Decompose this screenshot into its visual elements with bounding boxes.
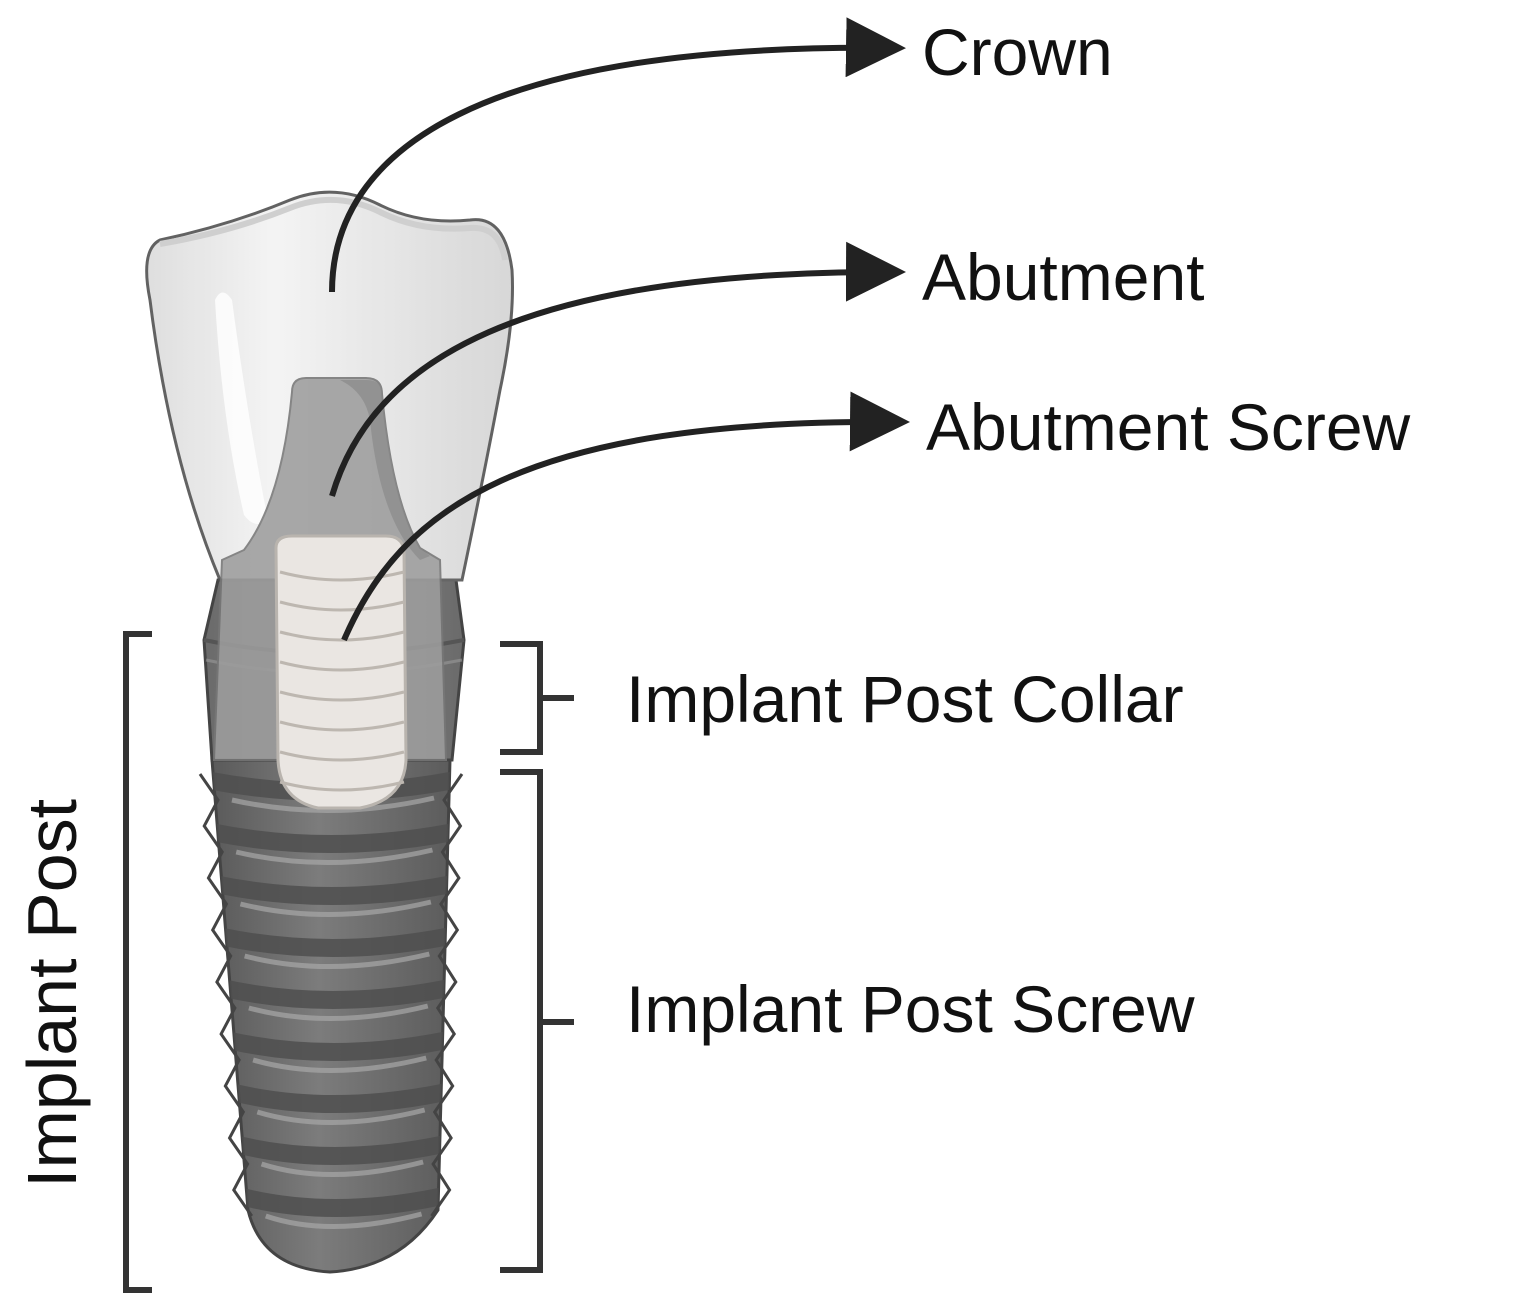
implant-screw-threads <box>212 770 450 1230</box>
label-implant-post-screw: Implant Post Screw <box>626 972 1195 1046</box>
abutment-thread <box>279 570 405 582</box>
thread-highlight <box>239 899 432 917</box>
label-crown: Crown <box>922 15 1113 89</box>
thread-highlight <box>235 847 434 866</box>
crown-highlight <box>215 292 268 524</box>
thread-band <box>212 822 450 853</box>
abutment-thread <box>279 630 405 642</box>
abutment-screw <box>274 534 408 810</box>
collar-bracket <box>500 641 574 755</box>
thread-edge-right <box>430 773 464 1217</box>
thread-highlight <box>248 1003 429 1021</box>
thread-band <box>231 1134 450 1165</box>
implant-post-bracket <box>123 631 152 1293</box>
thread-band <box>212 874 450 905</box>
thread-edge-left <box>198 773 254 1217</box>
abutment-thread <box>279 690 405 702</box>
thread-band <box>218 978 450 1009</box>
label-abutment: Abutment <box>922 240 1205 314</box>
leader-lines <box>329 17 910 642</box>
thread-band <box>214 926 450 957</box>
crown-rim <box>159 196 508 261</box>
thread-highlight <box>231 795 435 814</box>
label-implant-post: Implant Post <box>13 799 91 1188</box>
leader-crown <box>329 17 906 293</box>
thread-band <box>223 1030 450 1061</box>
label-abutment-screw: Abutment Screw <box>926 390 1411 464</box>
screw-bracket <box>500 769 574 1273</box>
brackets <box>123 631 574 1293</box>
thread-highlight <box>264 1211 423 1230</box>
thread-highlight <box>256 1107 426 1125</box>
abutment-thread <box>279 600 405 612</box>
abutment-screw-body <box>274 534 408 810</box>
implant-post-screw <box>198 758 464 1274</box>
abutment-thread <box>279 720 405 732</box>
thread-highlight <box>260 1159 424 1178</box>
abutment-thread <box>279 780 405 792</box>
thread-highlight <box>244 951 430 969</box>
abutment-shade <box>340 380 430 560</box>
leader-abutment <box>329 241 906 497</box>
abutment-thread <box>279 750 405 762</box>
thread-band <box>227 1082 450 1113</box>
abutment-screw-threads <box>279 570 405 792</box>
leader-abutment-screw <box>341 391 910 642</box>
thread-highlight <box>252 1055 427 1073</box>
thread-band <box>235 1186 448 1217</box>
label-implant-post-collar: Implant Post Collar <box>626 662 1184 736</box>
abutment-thread <box>279 660 405 672</box>
